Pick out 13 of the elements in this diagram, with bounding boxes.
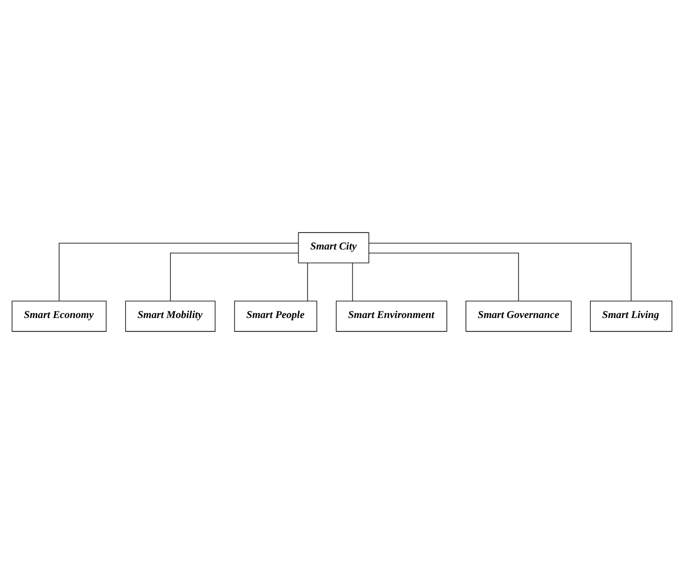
connector: [58, 242, 299, 301]
connector: [352, 262, 353, 301]
connector: [368, 242, 632, 301]
node-box: Smart Living: [590, 300, 672, 332]
node-box: Smart City: [298, 232, 370, 263]
node-box: Smart People: [234, 300, 318, 332]
node-box: Smart Environment: [336, 300, 448, 332]
connector: [368, 252, 519, 301]
node-box: Smart Economy: [12, 300, 107, 332]
node-box: Smart Mobility: [125, 300, 216, 332]
connector: [170, 252, 299, 301]
node-box: Smart Governance: [466, 300, 572, 332]
connector: [307, 262, 308, 301]
